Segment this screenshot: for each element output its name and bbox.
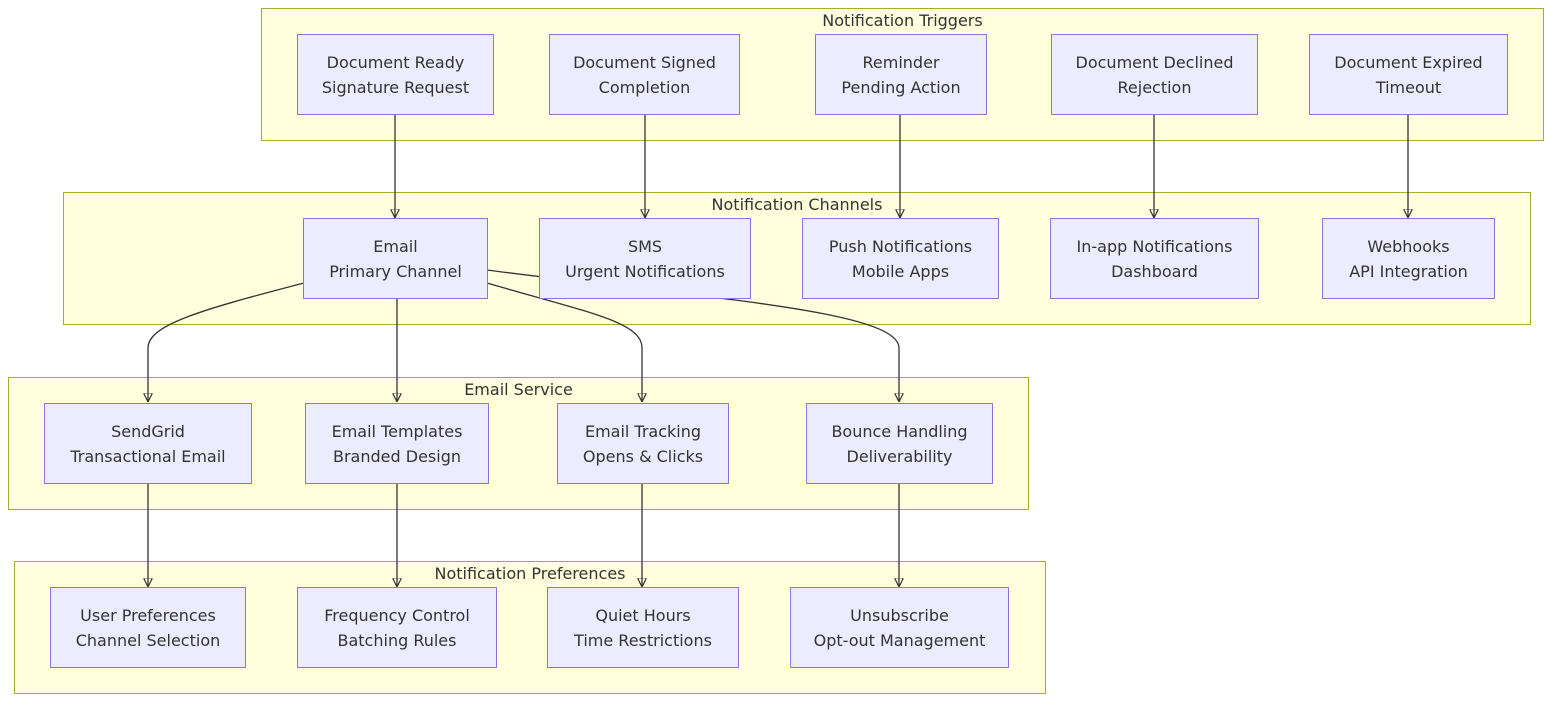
node-sms-title: SMS	[627, 236, 663, 256]
node-document-expired-title: Document Expired	[1334, 52, 1483, 72]
node-inapp-notifications-title: In-app Notifications	[1076, 236, 1233, 256]
node-user-preferences-subtitle: Channel Selection	[75, 630, 221, 650]
node-reminder-subtitle: Pending Action	[841, 77, 961, 97]
node-webhooks: Webhooks API Integration	[1322, 218, 1495, 299]
node-quiet-hours-subtitle: Time Restrictions	[574, 630, 712, 650]
node-email-tracking-title: Email Tracking	[584, 421, 702, 441]
node-sms: SMS Urgent Notifications	[539, 218, 751, 299]
node-email-templates: Email Templates Branded Design	[305, 403, 489, 484]
group-notification-channels: Notification Channels	[63, 192, 1531, 325]
node-sendgrid-title: SendGrid	[111, 421, 185, 441]
node-document-signed-title: Document Signed	[573, 52, 716, 72]
node-frequency-control: Frequency Control Batching Rules	[297, 587, 497, 668]
node-sms-subtitle: Urgent Notifications	[565, 261, 725, 281]
node-push-notifications: Push Notifications Mobile Apps	[802, 218, 999, 299]
node-email: Email Primary Channel	[303, 218, 488, 299]
node-document-declined-title: Document Declined	[1075, 52, 1234, 72]
node-inapp-notifications-subtitle: Dashboard	[1111, 261, 1198, 281]
node-email-templates-title: Email Templates	[331, 421, 463, 441]
node-unsubscribe-title: Unsubscribe	[850, 605, 949, 625]
node-document-declined: Document Declined Rejection	[1051, 34, 1258, 115]
node-bounce-handling-subtitle: Deliverability	[846, 446, 953, 466]
node-bounce-handling-title: Bounce Handling	[831, 421, 968, 441]
node-email-templates-subtitle: Branded Design	[333, 446, 461, 466]
node-email-subtitle: Primary Channel	[329, 261, 462, 281]
group-title-email-service: Email Service	[464, 380, 573, 399]
group-title-channels: Notification Channels	[711, 195, 883, 214]
node-sendgrid-subtitle: Transactional Email	[70, 446, 226, 466]
node-push-notifications-subtitle: Mobile Apps	[851, 261, 950, 281]
node-email-tracking-subtitle: Opens & Clicks	[582, 446, 704, 466]
node-frequency-control-title: Frequency Control	[324, 605, 470, 625]
node-unsubscribe-subtitle: Opt-out Management	[813, 630, 986, 650]
node-document-signed: Document Signed Completion	[549, 34, 740, 115]
node-email-title: Email	[373, 236, 418, 256]
node-document-expired-subtitle: Timeout	[1375, 77, 1442, 97]
node-inapp-notifications: In-app Notifications Dashboard	[1050, 218, 1259, 299]
node-push-notifications-title: Push Notifications	[828, 236, 973, 256]
node-document-ready-subtitle: Signature Request	[321, 77, 470, 97]
node-user-preferences: User Preferences Channel Selection	[50, 587, 246, 668]
node-webhooks-title: Webhooks	[1367, 236, 1450, 256]
node-document-signed-subtitle: Completion	[598, 77, 691, 97]
node-sendgrid: SendGrid Transactional Email	[44, 403, 252, 484]
group-title-preferences: Notification Preferences	[434, 564, 626, 583]
node-webhooks-subtitle: API Integration	[1349, 261, 1468, 281]
node-bounce-handling: Bounce Handling Deliverability	[806, 403, 993, 484]
node-reminder-title: Reminder	[862, 52, 940, 72]
node-document-ready: Document Ready Signature Request	[297, 34, 494, 115]
group-title-triggers: Notification Triggers	[822, 11, 983, 30]
node-reminder: Reminder Pending Action	[815, 34, 987, 115]
node-user-preferences-title: User Preferences	[80, 605, 216, 625]
node-unsubscribe: Unsubscribe Opt-out Management	[790, 587, 1009, 668]
node-document-ready-title: Document Ready	[326, 52, 465, 72]
node-email-tracking: Email Tracking Opens & Clicks	[557, 403, 729, 484]
node-quiet-hours: Quiet Hours Time Restrictions	[547, 587, 739, 668]
node-document-expired: Document Expired Timeout	[1309, 34, 1508, 115]
node-quiet-hours-title: Quiet Hours	[595, 605, 691, 625]
node-frequency-control-subtitle: Batching Rules	[337, 630, 457, 650]
node-document-declined-subtitle: Rejection	[1117, 77, 1192, 97]
